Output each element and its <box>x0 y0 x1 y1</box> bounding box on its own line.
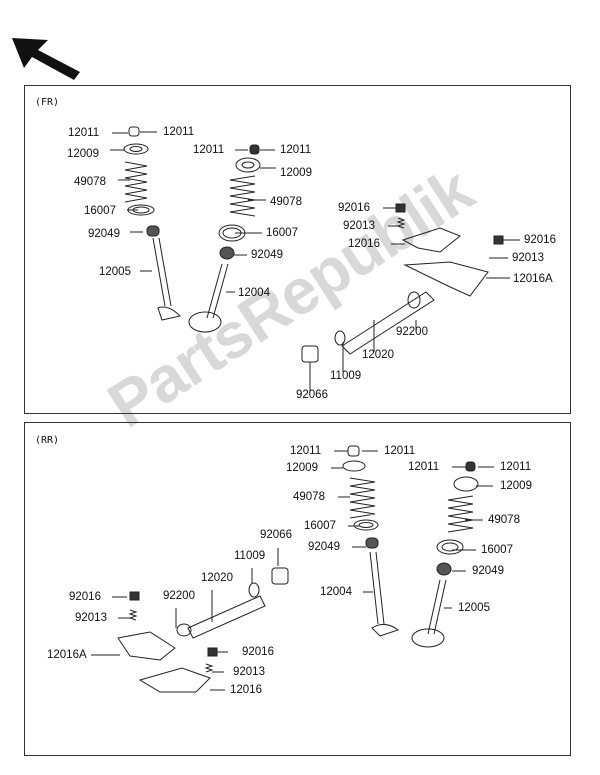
part-label[interactable]: 12011 <box>280 144 312 156</box>
part-label[interactable]: 16007 <box>84 205 116 217</box>
panel-tag: (FR) <box>35 97 60 108</box>
part-label[interactable]: 92066 <box>260 529 292 541</box>
part-label[interactable]: 12011 <box>500 461 532 473</box>
part-label[interactable]: 12016A <box>513 273 553 285</box>
part-label[interactable]: 92016 <box>69 591 101 603</box>
part-label[interactable]: 92013 <box>233 666 265 678</box>
part-label[interactable]: 92049 <box>308 541 340 553</box>
part-label[interactable]: 12016 <box>348 238 380 250</box>
part-label[interactable]: 12005 <box>458 602 490 614</box>
part-label[interactable]: 12020 <box>362 349 394 361</box>
part-label[interactable]: 49078 <box>74 176 106 188</box>
part-label[interactable]: 12009 <box>280 167 312 179</box>
part-label[interactable]: 92016 <box>242 646 274 658</box>
part-label[interactable]: 49078 <box>270 196 302 208</box>
part-label[interactable]: 12020 <box>201 572 233 584</box>
part-label[interactable]: 92066 <box>296 389 328 401</box>
part-label[interactable]: 92049 <box>88 228 120 240</box>
part-label[interactable]: 12011 <box>384 445 416 457</box>
part-label[interactable]: 49078 <box>293 491 325 503</box>
part-label[interactable]: 92200 <box>396 326 428 338</box>
part-label[interactable]: 11009 <box>234 550 266 562</box>
part-label[interactable]: 12011 <box>163 126 195 138</box>
part-label[interactable]: 12009 <box>500 480 532 492</box>
arrow-up-left-icon[interactable] <box>12 38 80 80</box>
part-label[interactable]: 92200 <box>163 590 195 602</box>
part-label[interactable]: 92013 <box>75 612 107 624</box>
part-label[interactable]: 16007 <box>481 544 513 556</box>
part-label[interactable]: 12011 <box>193 144 225 156</box>
part-label[interactable]: 92016 <box>524 234 556 246</box>
part-label[interactable]: 92049 <box>472 565 504 577</box>
part-label[interactable]: 16007 <box>304 520 336 532</box>
part-label[interactable]: 49078 <box>488 514 520 526</box>
part-label[interactable]: 92016 <box>338 202 370 214</box>
part-label[interactable]: 92013 <box>343 220 375 232</box>
part-label[interactable]: 92049 <box>251 249 283 261</box>
part-label[interactable]: 11009 <box>330 370 362 382</box>
part-label[interactable]: 12011 <box>408 461 440 473</box>
part-label[interactable]: 12016 <box>230 684 262 696</box>
rear-cylinder-panel: (RR) <box>24 422 571 756</box>
part-label[interactable]: 12011 <box>290 445 322 457</box>
part-label[interactable]: 12009 <box>67 148 99 160</box>
part-label[interactable]: 12011 <box>68 127 100 139</box>
part-label[interactable]: 12016A <box>47 649 87 661</box>
part-label[interactable]: 16007 <box>266 227 298 239</box>
part-label[interactable]: 12009 <box>286 462 318 474</box>
part-label[interactable]: 12004 <box>238 287 270 299</box>
panel-tag: (RR) <box>35 435 60 446</box>
part-label[interactable]: 92013 <box>512 252 544 264</box>
part-label[interactable]: 12004 <box>320 586 352 598</box>
front-cylinder-panel: (FR) <box>24 85 571 414</box>
part-label[interactable]: 12005 <box>99 266 131 278</box>
